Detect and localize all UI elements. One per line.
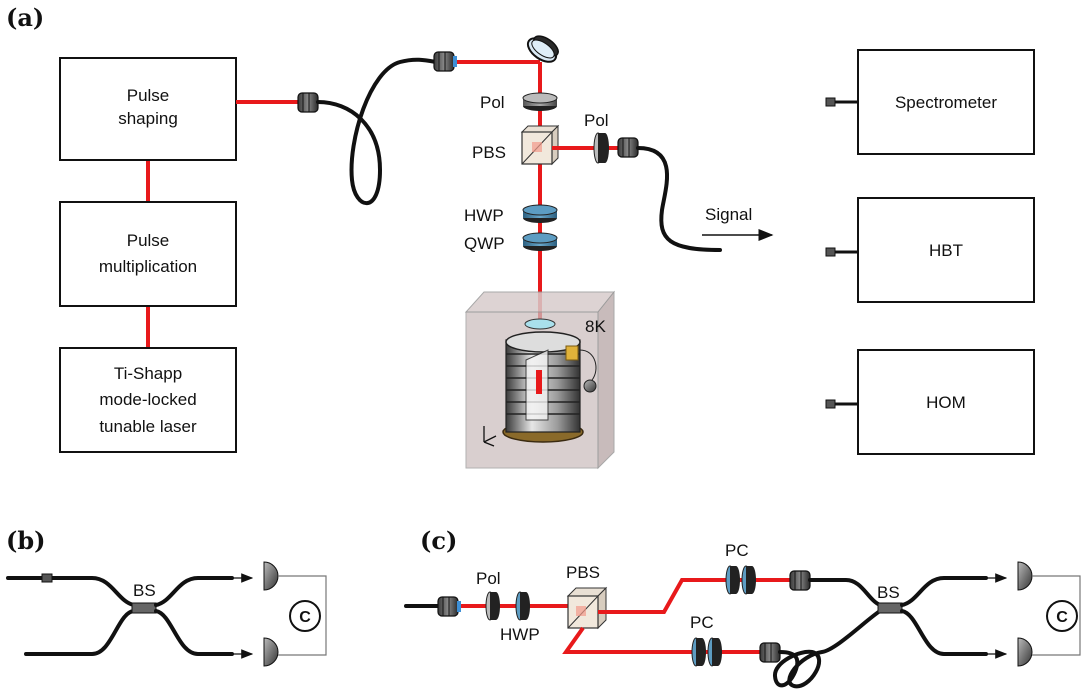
cryostat-icon: [464, 290, 616, 470]
correlator-b-icon: C: [289, 600, 321, 632]
fiber-c-out-top: [900, 576, 988, 607]
signal-label: Signal: [705, 205, 752, 224]
hbt-label: HBT: [929, 241, 963, 260]
spectrometer-label: Spectrometer: [895, 93, 997, 112]
detector-b-bottom-icon: [263, 637, 279, 667]
fiber-coupler-top-icon: [433, 51, 457, 72]
fiber-coupler-icon: [297, 92, 319, 113]
hwp-c-label: HWP: [500, 625, 540, 644]
signal-fiber: [636, 146, 722, 252]
pol-top-label: Pol: [480, 93, 505, 112]
panel-b-beamsplitter: [6, 573, 234, 656]
beam-c-upper: [598, 578, 792, 614]
fiber-b-in-bottom: [24, 609, 136, 656]
pbs-c-cube-icon: [566, 586, 608, 630]
correlator-c-icon: C: [1046, 600, 1078, 632]
temperature-label: 8K: [585, 317, 606, 336]
correlator-wire-b: [278, 575, 327, 656]
pulse-multiplication-line2: multiplication: [99, 257, 197, 276]
fiber-loop: [316, 57, 438, 206]
pulse-multiplication-box: Pulse multiplication: [59, 201, 237, 307]
panel-label-b: (b): [6, 526, 46, 555]
panel-label-c: (c): [420, 526, 457, 555]
fiber-coupler-side-icon: [617, 137, 639, 158]
hbt-box: HBT: [825, 197, 1035, 303]
pulse-shaping-line2: shaping: [118, 109, 178, 128]
fiber-c-upper: [808, 578, 882, 607]
detector-b-top-icon: [263, 561, 279, 591]
pbs-cube-icon: [520, 124, 560, 166]
pulse-shaping-line1: Pulse: [127, 86, 170, 105]
bs-label-b: BS: [133, 581, 156, 600]
beam-c-lower: [562, 626, 762, 654]
fiber-b-out-top: [154, 576, 234, 607]
fiber-coupler-c-in-icon: [437, 596, 461, 617]
pbs-label: PBS: [472, 143, 506, 162]
laser-line1: Ti-Shapp: [114, 364, 182, 383]
mirror-icon: [526, 35, 559, 63]
qwp-plate-icon: [522, 232, 558, 251]
pulse-multiplication-line1: Pulse: [127, 231, 170, 250]
laser-line3: tunable laser: [99, 417, 197, 436]
pc-upper-icon: [725, 565, 756, 595]
hom-label: HOM: [926, 393, 966, 412]
qwp-label: QWP: [464, 234, 505, 253]
hom-box: HOM: [825, 349, 1035, 455]
pulse-shaping-box: Pulse shaping: [59, 57, 237, 161]
fiber-c-out-bottom: [900, 609, 988, 656]
detector-c-bottom-icon: [1017, 637, 1033, 667]
laser-line2: mode-locked: [99, 390, 196, 409]
hwp-c-icon: [515, 591, 530, 621]
pc-top-label: PC: [725, 541, 749, 560]
fiber-coupler-c-lower-icon: [759, 642, 781, 663]
pol-c-label: Pol: [476, 569, 501, 588]
detector-c-top-icon: [1017, 561, 1033, 591]
spectrometer-box: Spectrometer: [825, 49, 1035, 155]
pc-lower-icon: [691, 637, 722, 667]
polarizer-top-icon: [522, 92, 558, 111]
bs-c-label: BS: [877, 583, 900, 602]
correlator-c-label: C: [1056, 609, 1068, 626]
correlator-b-label: C: [299, 609, 311, 626]
bs-c-icon: [877, 602, 903, 614]
panel-label-a: (a): [6, 3, 44, 32]
laser-box: Ti-Shapp mode-locked tunable laser: [59, 347, 237, 453]
polarizer-c-icon: [485, 591, 500, 621]
fiber-b-out-bottom: [154, 609, 234, 656]
pc-bottom-label: PC: [690, 613, 714, 632]
fiber-b-in-top: [6, 576, 136, 607]
fiber-c-lower-delay-loop: [773, 609, 882, 689]
fiber-coupler-c-upper-icon: [789, 570, 811, 591]
correlator-wire-c: [1032, 575, 1081, 656]
pol-side-label: Pol: [584, 111, 609, 130]
polarizer-side-icon: [593, 132, 609, 164]
pbs-c-label: PBS: [566, 563, 600, 582]
hwp-plate-icon: [522, 204, 558, 223]
hwp-label: HWP: [464, 206, 504, 225]
